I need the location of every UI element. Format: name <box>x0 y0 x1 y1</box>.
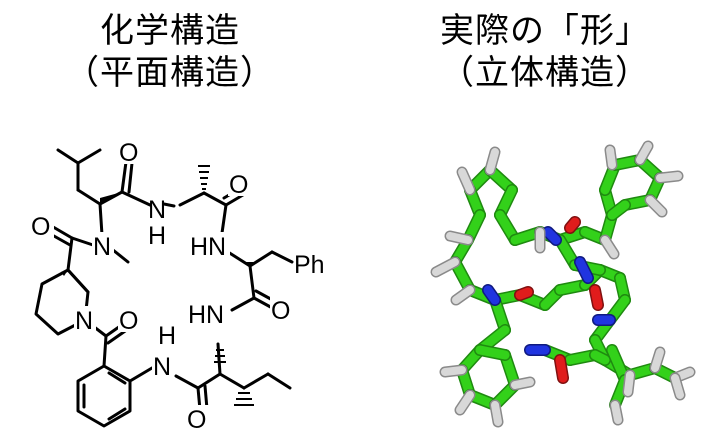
actual-shape-title: 実際の「形」 <box>440 11 650 51</box>
oxygen-label-bottom: O <box>187 406 206 434</box>
oxygen-label-left: O <box>31 213 50 241</box>
hydrogen-bond-11 <box>456 391 474 414</box>
hn-label-mid: HN <box>190 233 226 261</box>
oxygen-bond-2 <box>590 285 603 310</box>
phenyl-label: Ph <box>294 251 325 279</box>
carbon-bond-42 <box>475 345 510 360</box>
hydrogen-bond-4 <box>636 142 652 164</box>
hydrogen-bond-1 <box>458 168 474 194</box>
oxygen-bond-4 <box>565 217 580 233</box>
oxygen-label-top2: O <box>229 171 248 199</box>
oxygen-label-right: O <box>271 297 290 325</box>
hydrogen-bond-10 <box>441 366 466 376</box>
hn-label-low: HN <box>188 301 224 329</box>
oxygen-bond-1 <box>515 287 533 300</box>
carbon-bond-16 <box>607 200 630 220</box>
wedge-bond-3 <box>244 262 256 266</box>
hydrogen-bond-8 <box>432 258 459 276</box>
nitrogen-label-bottom: N <box>153 353 171 381</box>
nitrogen-label-methyl: N <box>93 233 111 261</box>
wedge-bond-2 <box>61 270 68 276</box>
hydrogen-bond-6 <box>646 196 666 216</box>
model-bonds <box>430 140 696 428</box>
planar-structure-subtitle: （平面構造） <box>65 53 275 93</box>
hydrogen-bond-14 <box>651 348 664 372</box>
hydrogen-bond-18 <box>611 401 622 424</box>
oxygen-label-lower: O <box>119 307 138 335</box>
hydrogen-bond-7 <box>446 232 472 244</box>
actual-shape-heading: 実際の「形」 （立体構造） <box>395 10 695 94</box>
hydrogen-bond-2 <box>486 148 499 174</box>
hydrogen-bond-3 <box>606 146 616 169</box>
nitrogen-label-piperidine: N <box>75 307 93 335</box>
hash-bond-ile <box>214 349 254 406</box>
hydrogen-label-bottom: H <box>158 322 176 350</box>
nitrogen-label-top: N <box>148 196 166 224</box>
nitrogen-bond-1 <box>483 285 500 305</box>
oxygen-bond-3 <box>555 355 568 383</box>
stereo-bonds <box>61 165 256 406</box>
hydrogen-bond-16 <box>671 374 684 399</box>
hydrogen-label-top: H <box>148 222 166 250</box>
nitrogen-bond-5 <box>543 227 561 245</box>
hydrogen-bond-12 <box>491 401 502 426</box>
hydrogen-bond-13 <box>511 378 534 389</box>
carbon-bond-45 <box>590 350 610 365</box>
3d-structure-subtitle: （立体構造） <box>440 53 650 93</box>
chemical-structure-title: 化学構造 <box>100 11 240 51</box>
hydrogen-bond-17 <box>624 371 634 396</box>
atom-labels: O O N N H O HN Ph O N HN O H N O <box>30 138 325 434</box>
hydrogen-bond-5 <box>656 172 682 182</box>
nitrogen-bond-2 <box>575 257 593 283</box>
hash-bond-ala <box>198 165 210 190</box>
hydrogen-bond-19 <box>601 236 618 258</box>
wedge-bond-1 <box>100 192 122 204</box>
hydrogen-bond-9 <box>452 286 474 304</box>
chemical-structure-heading: 化学構造 （平面構造） <box>20 10 320 94</box>
oxygen-label-top1: O <box>119 139 138 167</box>
